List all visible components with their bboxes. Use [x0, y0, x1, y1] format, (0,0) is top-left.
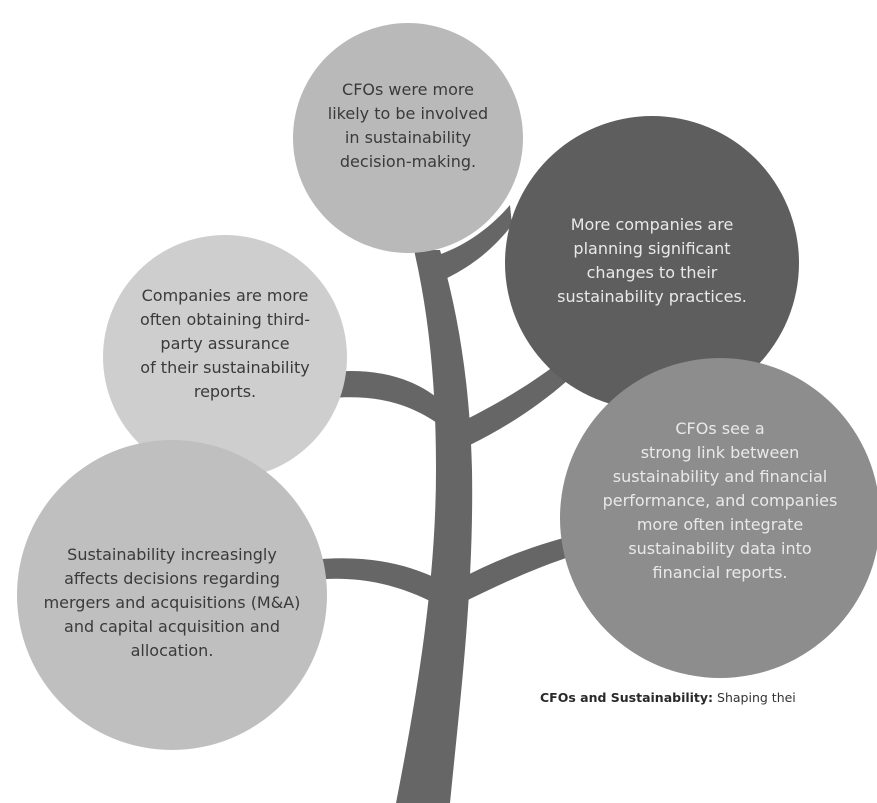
- caption-bold: CFOs and Sustainability:: [540, 690, 714, 705]
- tree-trunk: [310, 205, 575, 803]
- bubble-top: [293, 23, 523, 253]
- bubble-middle-left-text: Companies are more often obtaining third…: [139, 286, 310, 401]
- bubble-lower-right: [560, 358, 877, 678]
- caption-rest: Shaping thei: [713, 690, 796, 705]
- caption: CFOs and Sustainability: Shaping thei: [540, 690, 877, 705]
- bubble-lower-left-text: Sustainability increasingly affects deci…: [43, 545, 301, 660]
- bubble-upper-right-text: More companies are planning significant …: [557, 215, 747, 306]
- bubble-middle-left: [103, 235, 347, 479]
- bubble-upper-right: [505, 116, 799, 410]
- bubble-lower-right-text: CFOs see a strong link between sustainab…: [602, 419, 838, 582]
- bubble-top-text: CFOs were more likely to be involved in …: [327, 80, 489, 171]
- bubble-lower-left: [17, 440, 327, 750]
